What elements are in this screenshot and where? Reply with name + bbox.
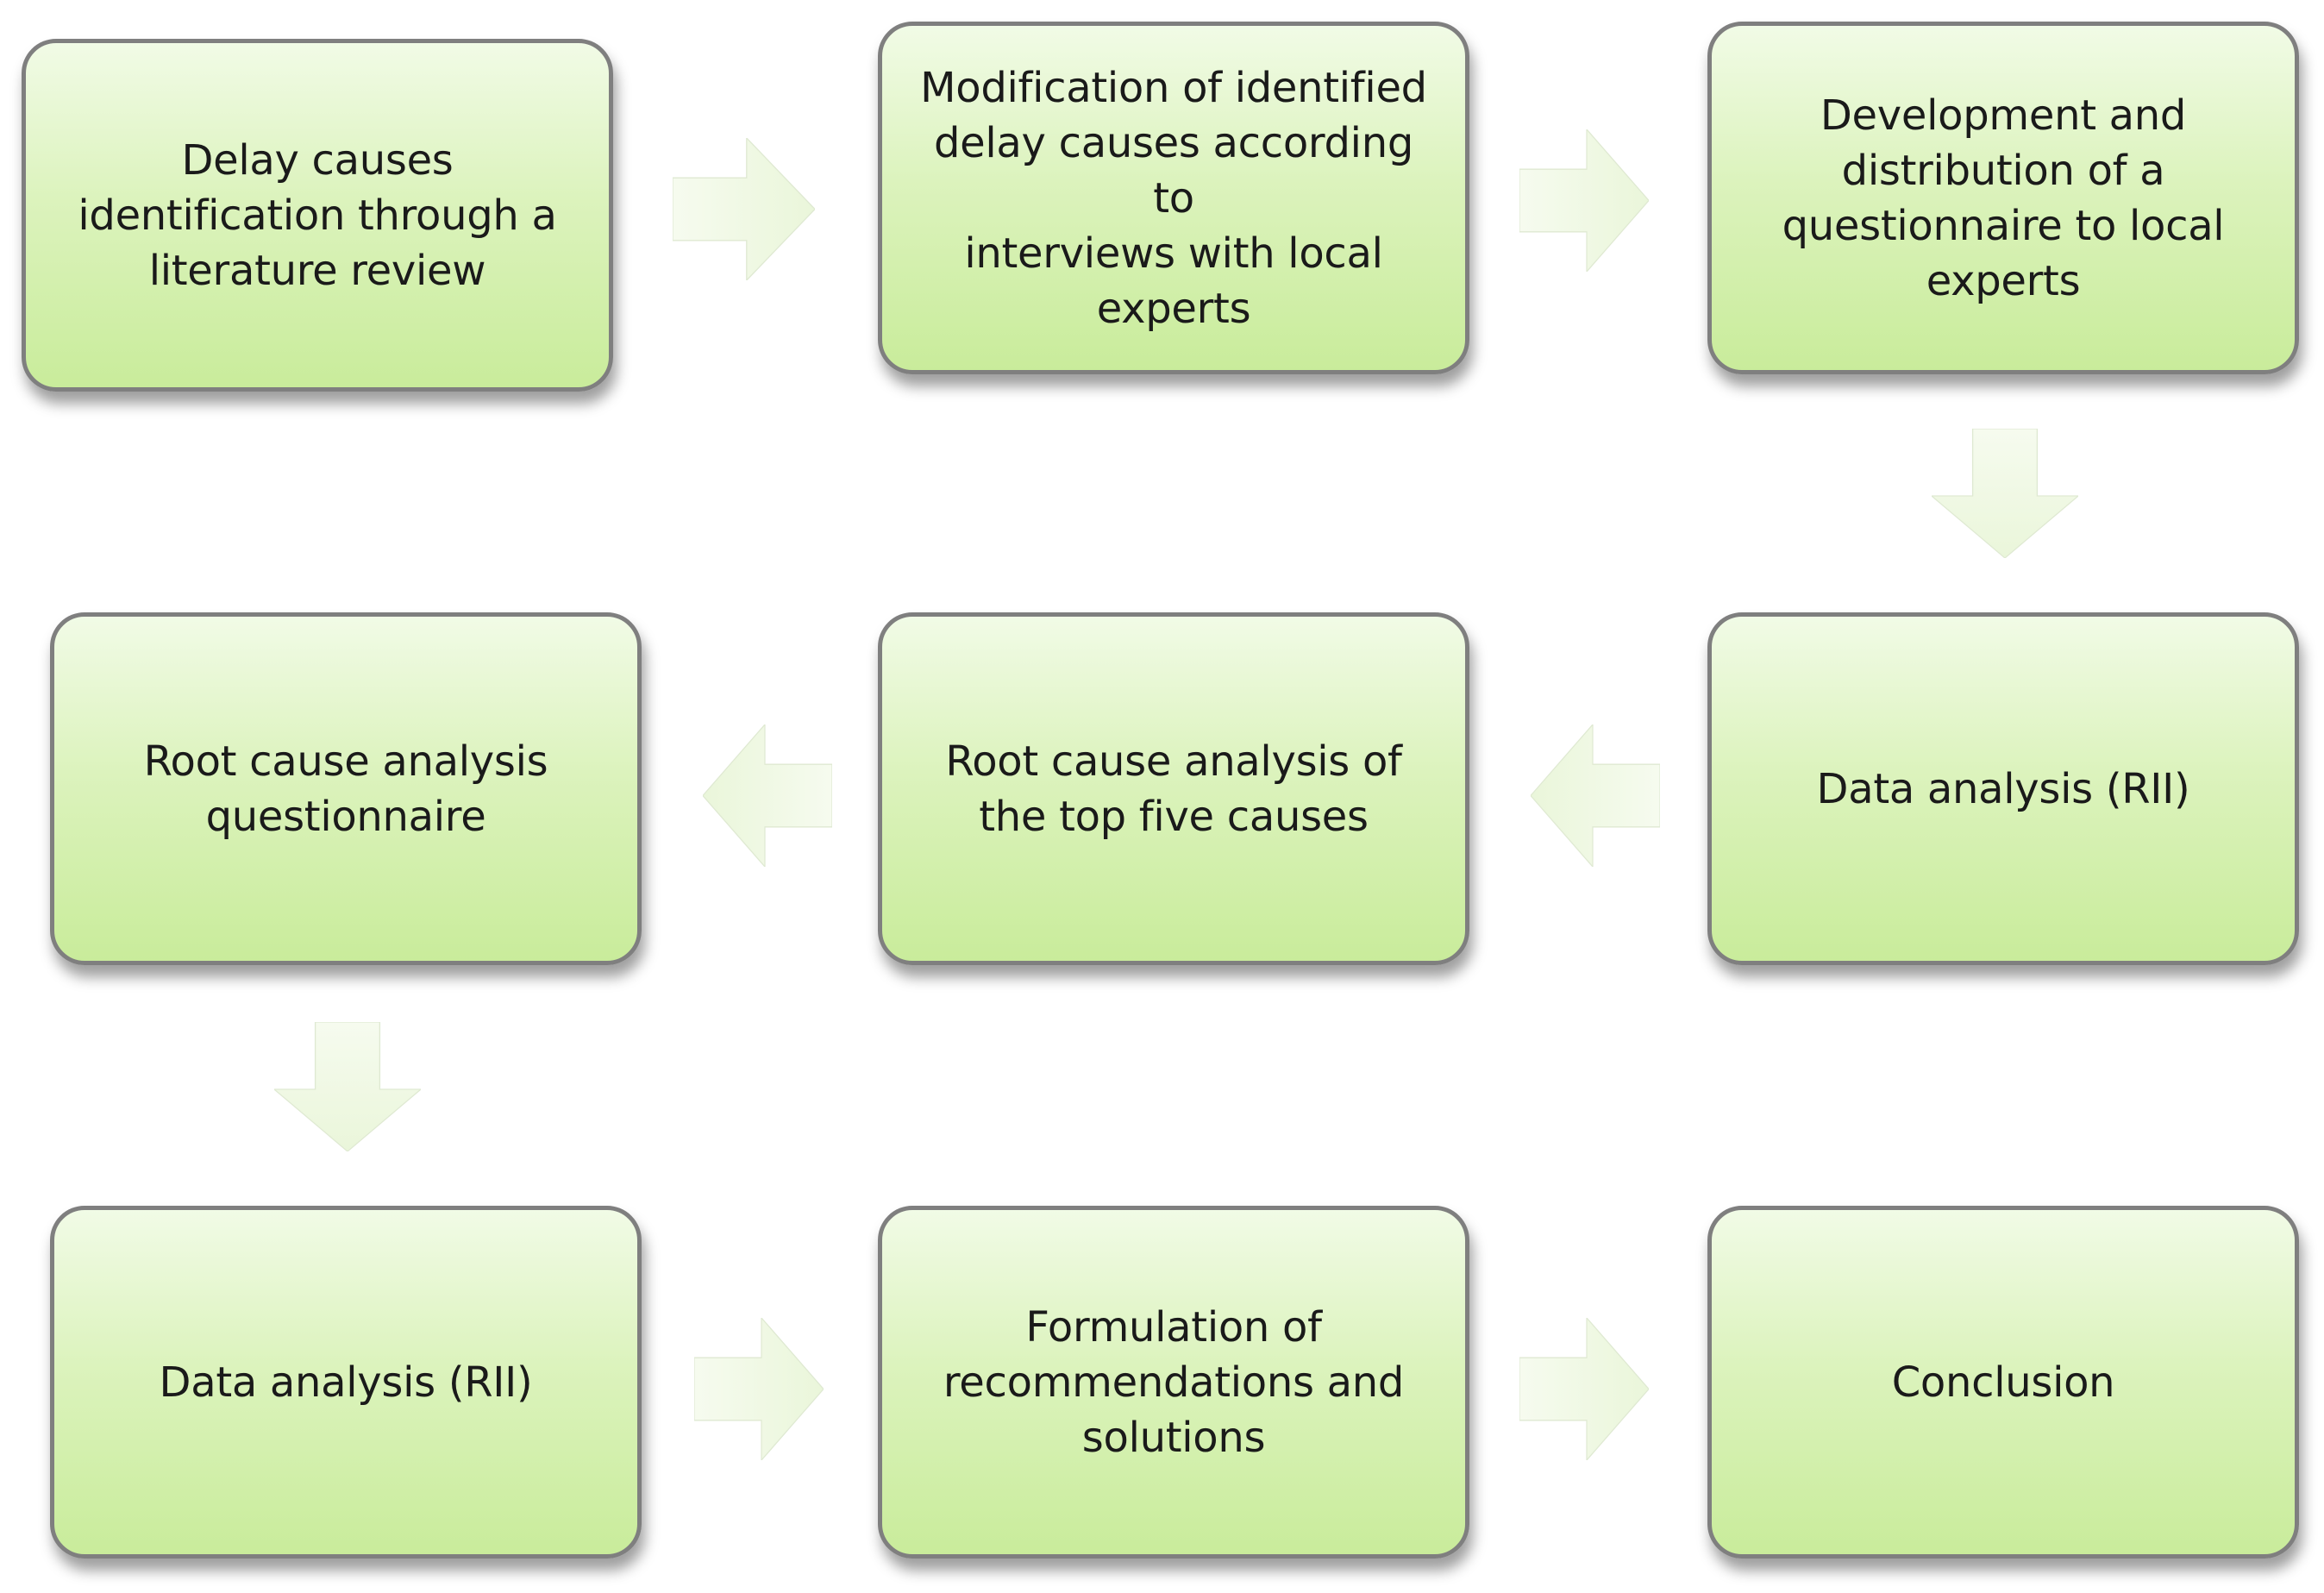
arrow-right-shape — [1519, 1318, 1649, 1460]
step-9-label: Conclusion — [1891, 1358, 2115, 1407]
step-8-label: Formulation of recommendations and solut… — [943, 1302, 1405, 1462]
step-6-box: Root cause analysis questionnaire — [50, 612, 642, 965]
arrow-right-icon — [694, 1318, 824, 1460]
arrow-left-icon — [1531, 724, 1660, 867]
arrow-right-shape — [673, 138, 815, 280]
arrow-down-icon — [274, 1022, 421, 1151]
arrow-right-icon — [1519, 1318, 1649, 1460]
arrow-down-icon — [1932, 429, 2078, 558]
arrow-left-icon — [703, 724, 832, 867]
step-5-box: Root cause analysis of the top five caus… — [878, 612, 1469, 965]
arrow-right-shape — [694, 1318, 824, 1460]
arrow-right-shape — [1519, 129, 1649, 272]
step-2-label: Modification of identified delay causes … — [920, 63, 1427, 333]
arrow-down-shape — [274, 1022, 421, 1151]
step-2-box: Modification of identified delay causes … — [878, 22, 1469, 374]
step-6-label: Root cause analysis questionnaire — [143, 737, 548, 841]
arrow-right-icon — [1519, 129, 1649, 272]
arrow-left-shape — [703, 724, 832, 867]
step-7-label: Data analysis (RII) — [159, 1358, 533, 1407]
step-4-label: Data analysis (RII) — [1816, 764, 2190, 813]
step-1-box: Delay causes identification through a li… — [22, 39, 613, 392]
step-7-box: Data analysis (RII) — [50, 1206, 642, 1559]
step-3-box: Development and distribution of a questi… — [1707, 22, 2299, 374]
arrow-left-shape — [1531, 724, 1660, 867]
step-4-box: Data analysis (RII) — [1707, 612, 2299, 965]
step-5-label: Root cause analysis of the top five caus… — [945, 737, 1402, 841]
step-8-box: Formulation of recommendations and solut… — [878, 1206, 1469, 1559]
arrow-right-icon — [673, 138, 815, 280]
step-3-label: Development and distribution of a questi… — [1782, 91, 2225, 305]
arrow-down-shape — [1932, 429, 2078, 558]
step-9-box: Conclusion — [1707, 1206, 2299, 1559]
step-1-label: Delay causes identification through a li… — [78, 135, 557, 295]
